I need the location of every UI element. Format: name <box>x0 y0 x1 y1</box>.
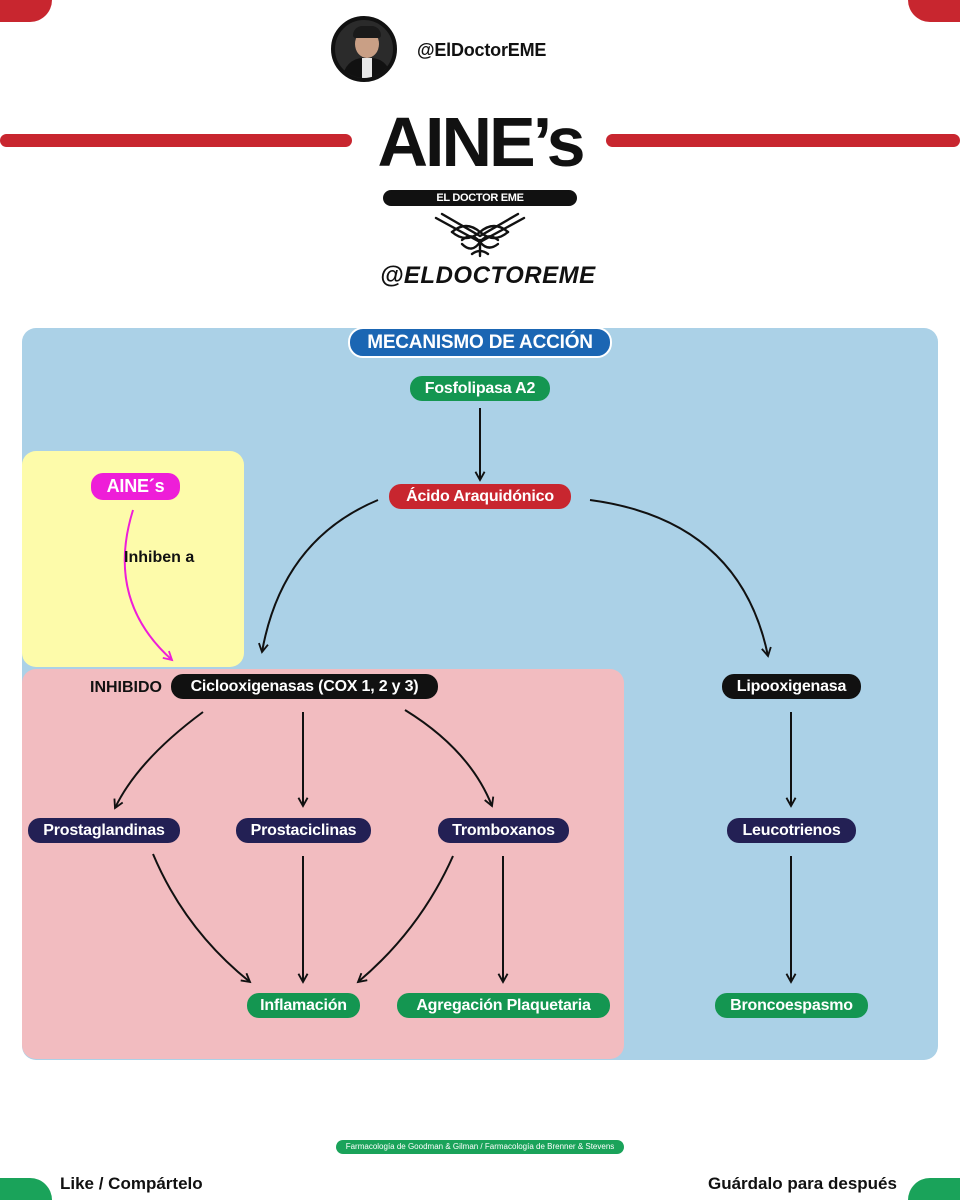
node-aines: AINE´s <box>91 473 180 500</box>
brand-subtitle: EL DOCTOR EME <box>383 190 577 206</box>
node-acido-araquidonico: Ácido Araquidónico <box>389 484 571 509</box>
label-inhiben: Inhiben a <box>124 549 195 566</box>
title-bar-right <box>606 134 960 147</box>
arrow-aines-inhibit <box>123 509 172 660</box>
node-fosfolipasa: Fosfolipasa A2 <box>410 376 550 401</box>
like-share-text: Like / Compártelo <box>60 1174 203 1193</box>
brand-handle: @ELDOCTOREME <box>380 262 596 289</box>
node-ciclooxigenasas: Ciclooxigenasas (COX 1, 2 y 3) <box>171 674 438 699</box>
arrow-acido-to-lipo <box>589 499 768 656</box>
arrow-cox-to-tromboxanos <box>404 709 492 806</box>
page-title: AINE’s <box>377 103 585 181</box>
corner-decoration-bottom-right <box>908 1178 960 1200</box>
caduceus-logo-icon <box>434 212 526 258</box>
node-lipooxigenasa: Lipooxigenasa <box>722 674 861 699</box>
label-inhibido: INHIBIDO <box>90 679 162 696</box>
save-for-later-text: Guárdalo para después <box>708 1174 897 1193</box>
corner-decoration-bottom-left <box>0 1178 52 1200</box>
arrow-tromboxanos-to-inflamacion <box>358 855 454 982</box>
node-inflamacion: Inflamación <box>247 993 360 1018</box>
node-prostaglandinas: Prostaglandinas <box>28 818 180 843</box>
node-broncoespasmo: Broncoespasmo <box>715 993 868 1018</box>
title-bar-left <box>0 134 352 147</box>
corner-decoration-top-left <box>0 0 52 22</box>
avatar <box>331 16 397 82</box>
section-title: MECANISMO DE ACCIÓN <box>348 327 612 358</box>
reference-badge: Farmacología de Goodman & Gilman / Farma… <box>336 1140 624 1154</box>
node-prostaciclinas: Prostaciclinas <box>236 818 371 843</box>
arrow-prostaglandinas-to-inflamacion <box>152 853 250 982</box>
corner-decoration-top-right <box>908 0 960 22</box>
node-agregacion-plaquetaria: Agregación Plaquetaria <box>397 993 610 1018</box>
node-tromboxanos: Tromboxanos <box>438 818 569 843</box>
author-handle: @ElDoctorEME <box>417 40 547 60</box>
arrow-cox-to-prostaglandinas <box>115 711 204 808</box>
node-leucotrienos: Leucotrienos <box>727 818 856 843</box>
arrow-acido-to-cox <box>262 499 379 652</box>
